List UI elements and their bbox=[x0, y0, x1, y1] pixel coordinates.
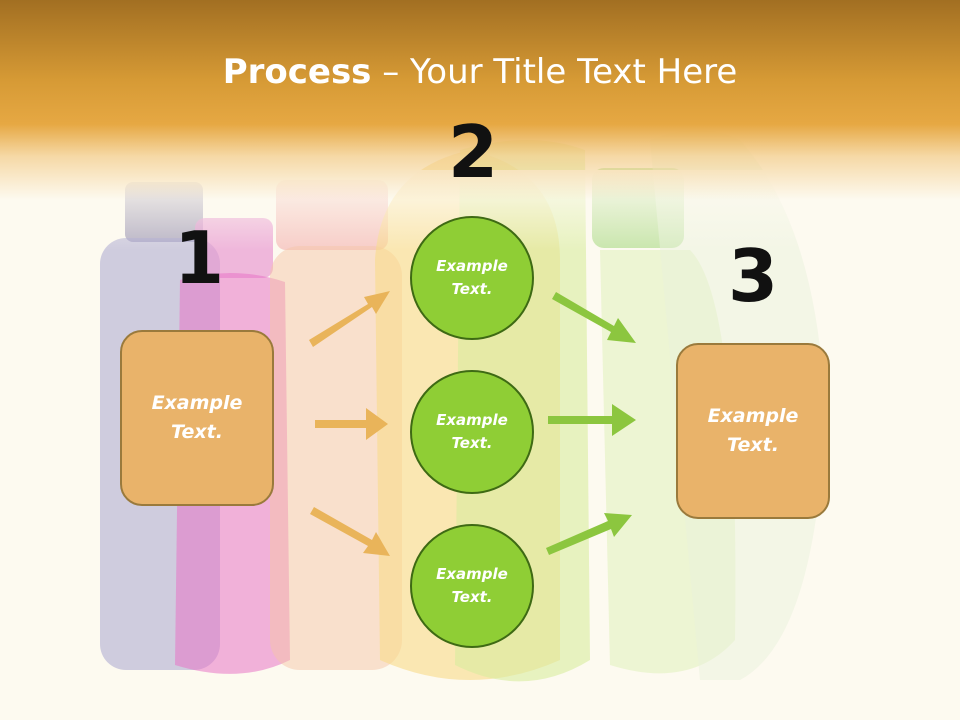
step-3-text: Example Text. bbox=[707, 405, 799, 456]
step-1-box[interactable]: Example Text. bbox=[120, 330, 274, 506]
step-number-1: 1 bbox=[173, 216, 225, 300]
step-2-circle-2-text: Example Text. bbox=[436, 411, 508, 452]
step-number-3: 3 bbox=[727, 234, 779, 318]
title-rest: – Your Title Text Here bbox=[371, 52, 738, 92]
step-number-2: 2 bbox=[447, 110, 499, 194]
step-2-circle-2[interactable]: Example Text. bbox=[410, 370, 534, 494]
title-strong: Process bbox=[222, 52, 372, 92]
step-2-circle-3[interactable]: Example Text. bbox=[410, 524, 534, 648]
step-2-circle-3-text: Example Text. bbox=[436, 565, 508, 606]
step-2-circle-1[interactable]: Example Text. bbox=[410, 216, 534, 340]
header-band bbox=[0, 0, 960, 200]
step-3-box[interactable]: Example Text. bbox=[676, 343, 830, 519]
step-2-circle-1-text: Example Text. bbox=[436, 257, 508, 298]
step-1-text: Example Text. bbox=[151, 392, 243, 443]
slide-title: Process – Your Title Text Here bbox=[0, 52, 960, 92]
